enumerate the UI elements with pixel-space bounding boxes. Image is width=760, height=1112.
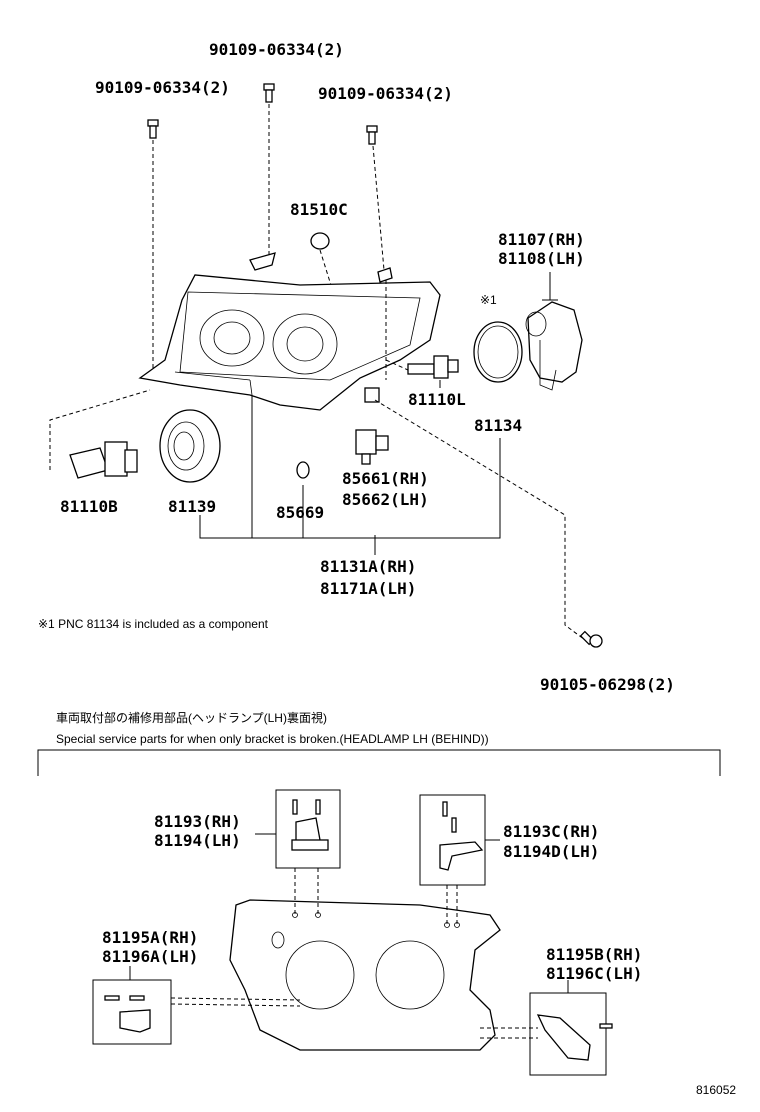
label-81195a: 81195A(RH): [102, 928, 198, 947]
bulb-81510c-icon: [310, 232, 330, 250]
figure-id: 816052: [696, 1083, 736, 1097]
cover-81107-icon: [525, 301, 583, 391]
bolt-top-center-icon: [263, 83, 275, 103]
label-81110l: 81110L: [408, 390, 466, 409]
bracket-81193c-box: [419, 794, 486, 886]
headlamp-housing-icon: [138, 252, 441, 411]
o-ring-85669-icon: [296, 461, 310, 479]
bracket-81195a-box: [92, 979, 172, 1045]
socket-85661-icon: [355, 429, 389, 465]
label-bolt-top-center: 90109-06334(2): [209, 40, 344, 59]
label-85661: 85661(RH): [342, 469, 429, 488]
label-81193: 81193(RH): [154, 812, 241, 831]
en-section-title: Special service parts for when only brac…: [56, 732, 489, 746]
label-81193c: 81193C(RH): [503, 822, 599, 841]
label-bolt-top-right: 90109-06334(2): [318, 84, 453, 103]
bolt-top-left-icon: [147, 119, 159, 139]
bracket-81193-box: [275, 789, 341, 869]
label-81196a: 81196A(LH): [102, 947, 198, 966]
label-81196c: 81196C(LH): [546, 964, 642, 983]
label-81131a: 81131A(RH): [320, 557, 416, 576]
label-81194d: 81194D(LH): [503, 842, 599, 861]
label-85669: 85669: [276, 503, 324, 522]
label-81194: 81194(LH): [154, 831, 241, 850]
bolt-top-right-icon: [366, 125, 378, 145]
label-90105: 90105-06298(2): [540, 675, 675, 694]
lens-ring-81139-icon: [159, 409, 221, 483]
label-mark1: ※1: [480, 293, 497, 307]
bracket-81195b-box: [529, 992, 613, 1076]
gasket-ring-81134-icon: [473, 321, 523, 383]
label-81195b: 81195B(RH): [546, 945, 642, 964]
label-81171a: 81171A(LH): [320, 579, 416, 598]
headlamp-behind-outline-icon: [229, 899, 501, 1051]
label-81510c: 81510C: [290, 200, 348, 219]
label-81139: 81139: [168, 497, 216, 516]
label-81110b: 81110B: [60, 497, 118, 516]
label-85662: 85662(LH): [342, 490, 429, 509]
bulb-81110b-icon: [69, 441, 138, 479]
bulb-81110l-icon: [407, 355, 459, 379]
label-bolt-top-left: 90109-06334(2): [95, 78, 230, 97]
bolt-90105-icon: [579, 630, 603, 648]
jp-section-title: 車両取付部の補修用部品(ヘッドランプ(LH)裏面視): [56, 710, 327, 725]
label-81107: 81107(RH): [498, 230, 585, 249]
footnote: ※1 PNC 81134 is included as a component: [38, 617, 269, 631]
label-81134: 81134: [474, 416, 522, 435]
label-81108: 81108(LH): [498, 249, 585, 268]
